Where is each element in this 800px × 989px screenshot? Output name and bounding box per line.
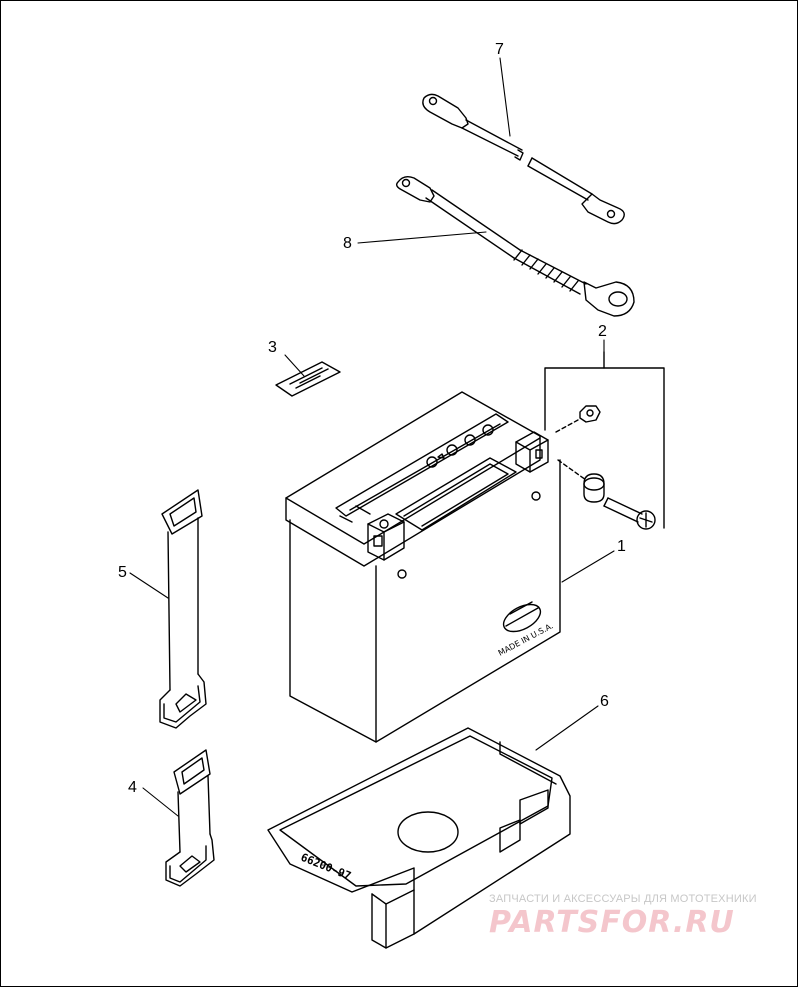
battery-1: [285, 391, 561, 743]
callout-6: 6: [600, 693, 609, 710]
strap-5: [159, 489, 207, 729]
tray-part-code: 66200-97: [299, 851, 353, 883]
bracket-2: [544, 351, 665, 530]
callout-1: 1: [617, 538, 626, 555]
callout-7: 7: [495, 41, 504, 58]
watermark-tagline: ЗАПЧАСТИ И АКСЕССУАРЫ ДЛЯ МОТОТЕХНИКИ: [489, 893, 757, 905]
tray-6: [267, 727, 571, 949]
cable-8: [395, 175, 635, 317]
callout-3: 3: [268, 339, 277, 356]
callout-2: 2: [598, 323, 607, 340]
watermark-logo: PARTSFOR.RU: [489, 905, 735, 940]
callout-8: 8: [343, 235, 352, 252]
leader-lines: [129, 57, 615, 817]
label-3: [275, 361, 341, 397]
strap-4: [165, 749, 215, 887]
cable-7: [422, 93, 625, 225]
callout-5: 5: [118, 564, 127, 581]
callout-4: 4: [128, 779, 137, 796]
